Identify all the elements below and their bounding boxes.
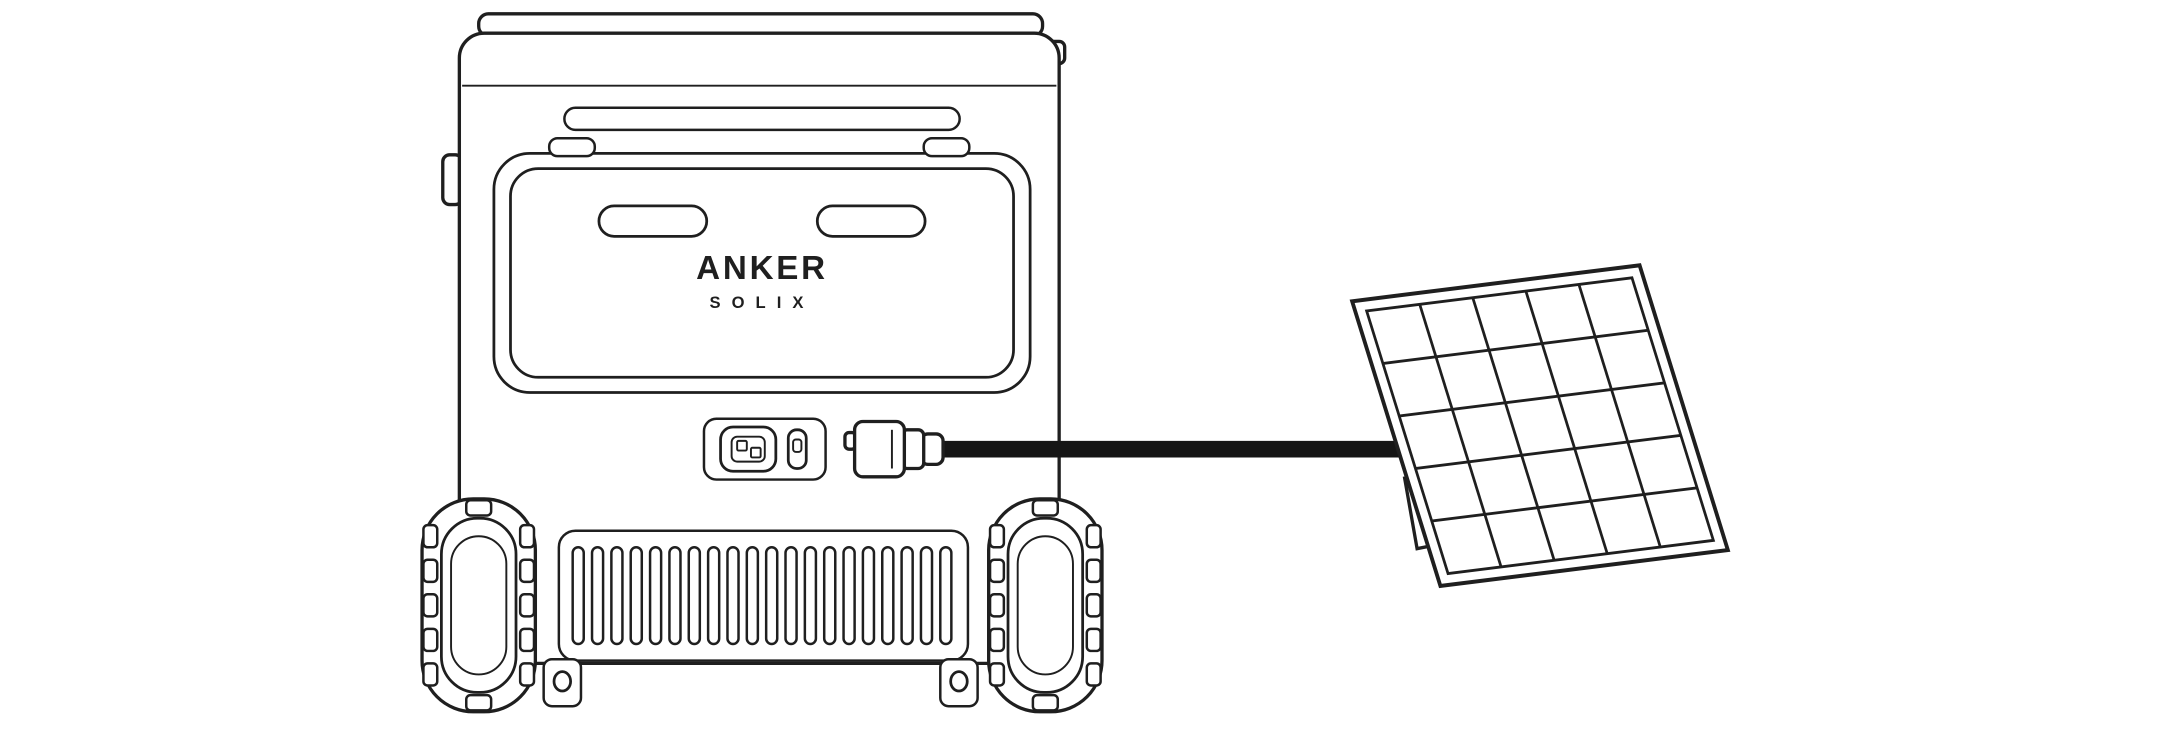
- front-door-outer: [492, 152, 1032, 394]
- door-top-trim: [563, 106, 961, 132]
- solar-cable: [843, 419, 1418, 479]
- foot-left: [542, 657, 583, 708]
- handle-slot-right: [815, 204, 927, 238]
- handle-slot-left: [597, 204, 709, 238]
- door-latch-right: [922, 136, 971, 158]
- solix-wordmark: SOLIX: [710, 293, 815, 312]
- body-shell: [457, 31, 1061, 666]
- vent-grille: [557, 529, 970, 662]
- power-station: ANKER SOLIX: [420, 12, 1104, 714]
- input-port-panel: [702, 417, 827, 481]
- cable-plug: [852, 419, 907, 479]
- front-door-inner: [509, 167, 1015, 379]
- dc-connector-icon: [719, 425, 778, 473]
- panel-frame: [1349, 263, 1731, 589]
- dc-jack-icon: [786, 428, 808, 470]
- front-door: ANKER SOLIX: [492, 106, 1032, 394]
- wheel-right: [987, 497, 1104, 714]
- door-latch-left: [547, 136, 597, 158]
- wheel-left: [420, 497, 538, 714]
- anker-logo: ANKER: [696, 250, 828, 287]
- solar-panel: [1349, 263, 1731, 589]
- panel-grid: [1364, 276, 1716, 576]
- foot-right: [939, 657, 979, 708]
